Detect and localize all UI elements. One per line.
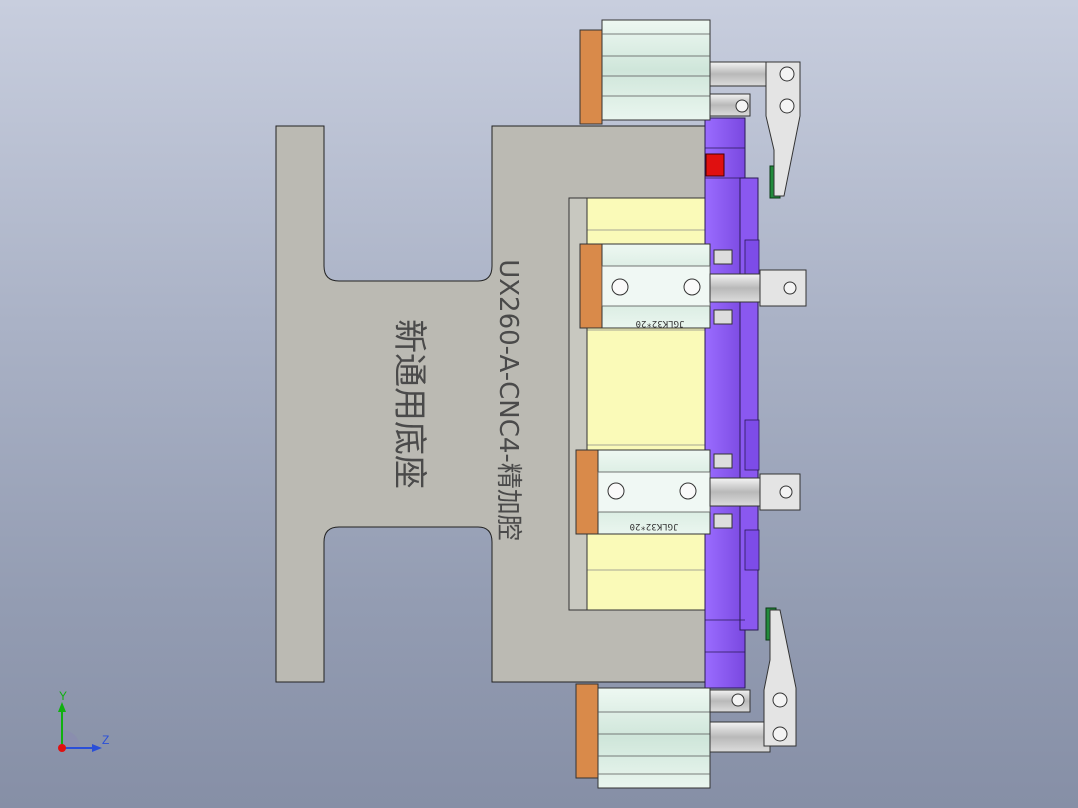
red-stop-block — [705, 153, 725, 177]
middle-cylinder-2 — [575, 449, 801, 535]
top-clamp-arm — [735, 61, 801, 197]
top-clamp-cylinder — [579, 19, 771, 125]
middle-cylinder-1 — [579, 243, 807, 329]
bottom-clamp-arm — [731, 609, 797, 747]
title-label-text: 新通用底座 — [389, 319, 429, 489]
axis-triad: Y Z — [58, 689, 109, 752]
bottom-clamp-cylinder — [575, 683, 771, 789]
axis-y-label: Y — [59, 689, 67, 703]
axis-z-label: Z — [102, 733, 109, 747]
fixture-body — [704, 117, 760, 689]
cylinder-label-1: JGLK32*20 — [636, 318, 685, 328]
part-label-text: UX260-A-CNC4-精加腔 — [493, 259, 523, 541]
cylinder-label-2: JGLK32*20 — [630, 521, 679, 531]
